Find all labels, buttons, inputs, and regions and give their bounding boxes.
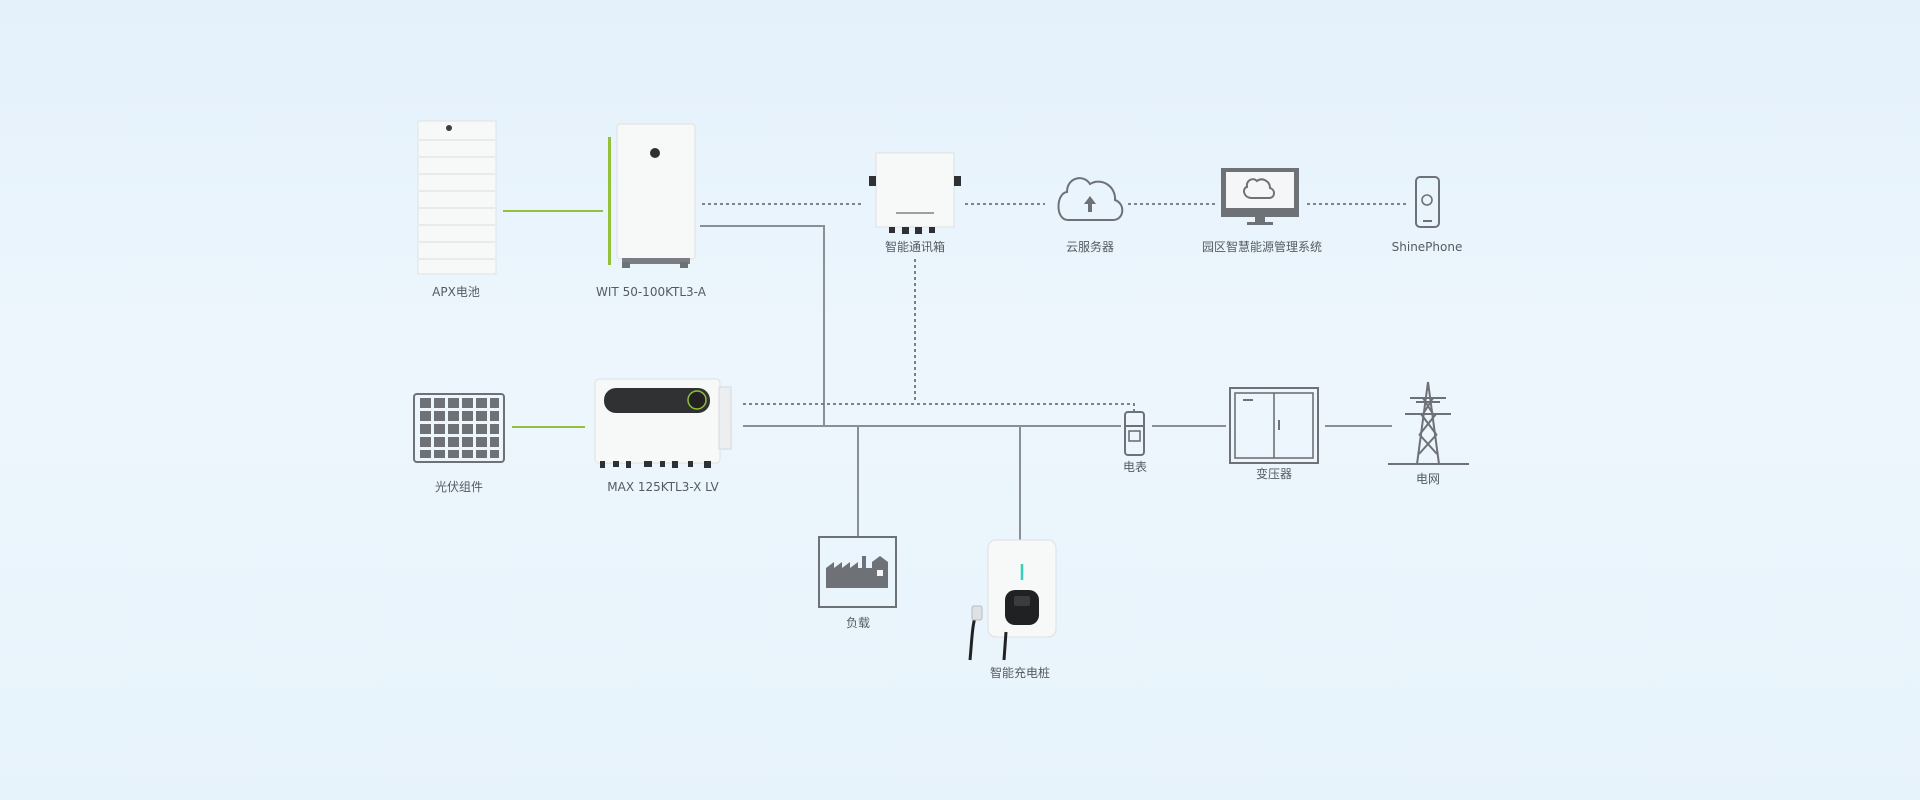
max-meter-comm-line <box>743 403 1135 412</box>
apx-battery-device: APX电池 <box>417 120 497 299</box>
transformer-node: 变压器 <box>1229 387 1319 481</box>
cloud-server-label: 云服务器 <box>1066 239 1114 254</box>
park-energy-system-node: 园区智慧能源管理系统 <box>1202 168 1322 254</box>
wit-inverter-device: WIT 50-100KTL3-A <box>596 123 707 299</box>
shinephone-node: ShinePhone <box>1392 176 1463 254</box>
meter-label: 电表 <box>1123 460 1147 474</box>
connection-lines <box>503 203 1408 540</box>
power-tower-icon <box>1388 381 1469 465</box>
shinephone-label: ShinePhone <box>1392 240 1463 254</box>
load-label: 负载 <box>846 616 870 630</box>
grid-node: 电网 <box>1388 381 1469 486</box>
smart-comm-box-device: 智能通讯箱 <box>869 152 961 254</box>
ev-charger-device: 智能充电桩 <box>968 539 1057 680</box>
grid-label: 电网 <box>1416 472 1440 486</box>
phone-icon <box>1415 176 1440 228</box>
factory-icon <box>826 556 888 588</box>
transformer-label: 变压器 <box>1256 466 1292 481</box>
max-inverter-label: MAX 125KTL3-X LV <box>607 480 719 494</box>
wit-inverter-label: WIT 50-100KTL3-A <box>596 285 707 299</box>
ev-charger-label: 智能充电桩 <box>990 665 1050 680</box>
solar-panel-icon <box>413 393 505 463</box>
pv-module-label: 光伏组件 <box>435 480 483 494</box>
wit-ac-line <box>700 225 825 426</box>
pv-module-node: 光伏组件 <box>413 393 505 494</box>
cloud-upload-icon <box>1057 177 1124 221</box>
apx-battery-label: APX电池 <box>432 285 480 299</box>
smart-comm-box-label: 智能通讯箱 <box>885 239 945 254</box>
meter-node: 电表 <box>1123 411 1147 474</box>
meter-icon <box>1124 411 1145 456</box>
park-energy-system-label: 园区智慧能源管理系统 <box>1202 239 1322 254</box>
cloud-server-node: 云服务器 <box>1057 177 1124 254</box>
transformer-icon <box>1229 387 1319 464</box>
load-node: 负载 <box>818 536 897 630</box>
max-inverter-device: MAX 125KTL3-X LV <box>594 378 732 494</box>
